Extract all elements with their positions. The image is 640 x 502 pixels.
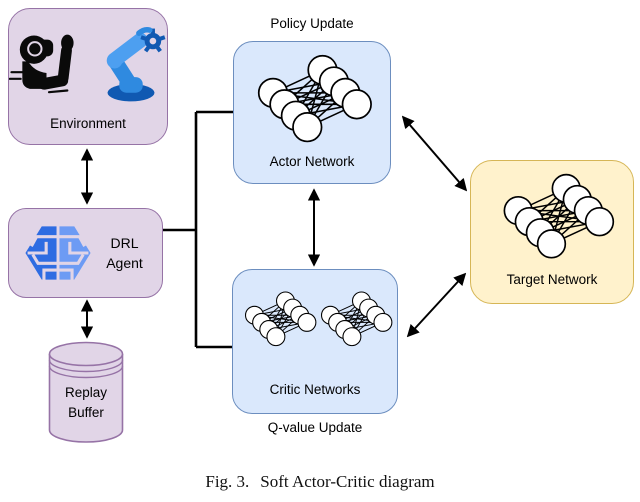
actor-neural-network-icon	[257, 54, 372, 143]
environment-label: Environment	[50, 116, 126, 132]
critic-networks-box: Critic Networks	[232, 269, 398, 414]
drl-to-networks-bracket	[163, 110, 233, 349]
critic-networks-label: Critic Networks	[269, 382, 361, 398]
environment-box: Environment	[8, 8, 168, 145]
target-network-box: Target Network	[470, 160, 634, 304]
vr-person-icon	[9, 34, 74, 94]
drl-agent-label: DRL Agent	[106, 234, 143, 271]
q-value-update-annotation: Q-value Update	[267, 420, 363, 435]
actor-network-box: Actor Network	[233, 41, 391, 184]
policy-update-annotation: Policy Update	[270, 16, 354, 31]
robot-arm-icon	[106, 27, 166, 102]
drl-agent-box: DRL Agent	[8, 208, 163, 298]
figure-caption: Fig. 3. Soft Actor-Critic diagram	[0, 472, 640, 492]
actor-network-label: Actor Network	[269, 154, 355, 170]
replay-buffer-cylinder: Replay Buffer	[48, 341, 124, 444]
target-neural-network-icon	[503, 173, 615, 259]
brain-circuit-icon	[25, 226, 91, 282]
target-network-label: Target Network	[506, 272, 598, 288]
critic-neural-network-icon-2	[320, 291, 393, 347]
critic-neural-network-icon-1	[244, 291, 317, 347]
database-cylinder-icon	[48, 341, 124, 443]
figure-number: Fig. 3.	[205, 472, 250, 491]
critic-target-arrow	[406, 272, 467, 338]
figure-title: Soft Actor-Critic diagram	[260, 472, 435, 491]
actor-target-arrow	[401, 115, 468, 192]
environment-icons	[9, 23, 167, 103]
replay-buffer-label: Replay Buffer	[64, 385, 108, 421]
